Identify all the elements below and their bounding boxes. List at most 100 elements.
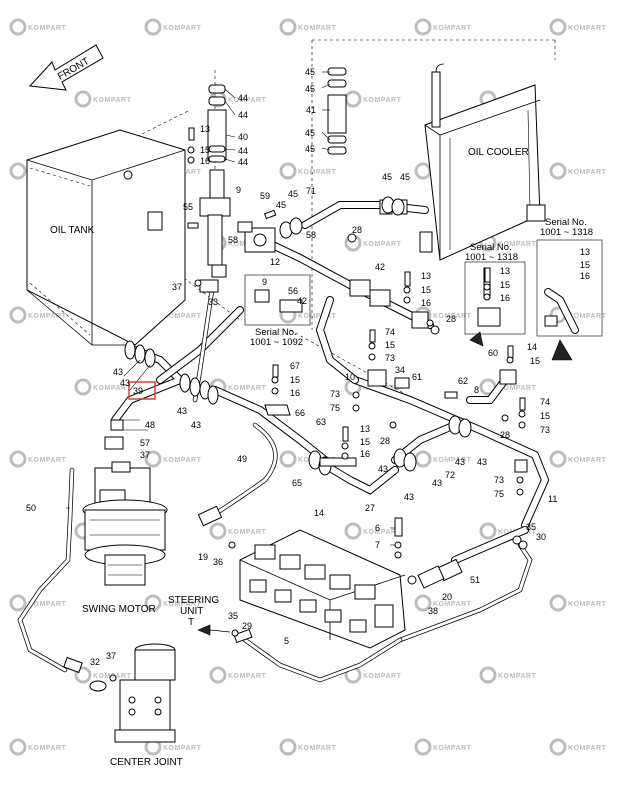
- svg-text:KOMPART: KOMPART: [93, 385, 132, 392]
- part-label: 16: [360, 449, 370, 459]
- part-label: 44: [238, 93, 248, 103]
- svg-text:KOMPART: KOMPART: [433, 457, 472, 464]
- svg-text:KOMPART: KOMPART: [498, 385, 537, 392]
- part-label: 43: [477, 457, 487, 467]
- part-label: 65: [292, 478, 302, 488]
- washer-28a: [347, 233, 357, 243]
- part-label: 33: [208, 297, 218, 307]
- svg-text:KOMPART: KOMPART: [363, 529, 402, 536]
- watermark-logo: KOMPART: [144, 594, 201, 612]
- part-label: 45: [382, 172, 392, 182]
- part-label: 43: [120, 378, 130, 388]
- svg-text:KOMPART: KOMPART: [568, 313, 607, 320]
- center-joint: CENTER JOINT: [110, 643, 183, 768]
- part-label: 43: [378, 464, 388, 474]
- vertical-pipe-upper: [199, 84, 231, 278]
- svg-text:KOMPART: KOMPART: [28, 25, 67, 32]
- part-label: 40: [238, 132, 248, 142]
- part-label: 62: [458, 376, 468, 386]
- serial-c-label: Serial No.: [545, 217, 587, 228]
- watermark-logo: KOMPART: [549, 738, 607, 756]
- bolt-73b: [352, 391, 360, 412]
- svg-text:KOMPART: KOMPART: [163, 25, 202, 32]
- bolt-73d: [516, 476, 524, 496]
- washer-29: [231, 629, 239, 637]
- part-label: 30: [536, 532, 546, 542]
- center-joint-label: CENTER JOINT: [110, 757, 183, 768]
- part-label: 34: [395, 365, 405, 375]
- part-label: 44: [238, 146, 248, 156]
- part-label: 56: [288, 286, 298, 296]
- svg-text:KOMPART: KOMPART: [28, 745, 67, 752]
- hose-clamps: [63, 196, 528, 692]
- oil-tank: OIL TANK: [26, 129, 186, 346]
- part-label: 51: [470, 575, 480, 585]
- steering-label-2: UNIT: [180, 606, 203, 617]
- part-label: 48: [145, 420, 155, 430]
- part-label: 15: [385, 340, 395, 350]
- watermark-logo: KOMPART: [549, 306, 607, 324]
- bolt-67: [271, 364, 279, 395]
- watermark-logo: KOMPART: [414, 738, 471, 756]
- watermark-logo: KOMPART: [279, 738, 336, 756]
- serial-b-label: Serial No.: [470, 242, 512, 253]
- part-label: 39: [133, 386, 143, 396]
- watermark-logo: KOMPART: [9, 738, 67, 756]
- watermark-logo: KOMPART: [549, 594, 606, 612]
- bolt-74a: [368, 329, 376, 361]
- part-label: 45: [305, 144, 315, 154]
- part-label: 45: [400, 172, 410, 182]
- part-label: 45: [288, 189, 298, 199]
- part-label: 28: [500, 430, 510, 440]
- svg-text:KOMPART: KOMPART: [228, 673, 267, 680]
- part-label: 61: [412, 372, 422, 382]
- washer-28b: [426, 319, 434, 327]
- washer-7: [394, 551, 402, 559]
- svg-text:KOMPART: KOMPART: [498, 673, 537, 680]
- part-label: 28: [352, 225, 362, 235]
- watermark-logo: KOMPART: [344, 522, 402, 540]
- watermark-logo: KOMPART: [144, 450, 201, 468]
- part-label: 42: [297, 296, 307, 306]
- part-label: 57: [140, 438, 150, 448]
- part-label: 15: [360, 437, 370, 447]
- svg-text:KOMPART: KOMPART: [568, 169, 607, 176]
- part-label: 58: [306, 230, 316, 240]
- watermark-logo: KOMPART: [9, 594, 66, 612]
- part-label: 32: [90, 657, 100, 667]
- washer-28d: [501, 414, 509, 422]
- oil-cooler: OIL COOLER: [419, 63, 546, 261]
- svg-text:KOMPART: KOMPART: [298, 313, 337, 320]
- arrow-to-cooler-right: [469, 331, 484, 347]
- washer-37a: [194, 279, 202, 287]
- part-label: 63: [316, 417, 326, 427]
- svg-text:KOMPART: KOMPART: [163, 745, 202, 752]
- part-label: 13: [421, 271, 431, 281]
- watermark-logo: KOMPART: [414, 594, 471, 612]
- svg-text:KOMPART: KOMPART: [363, 673, 402, 680]
- part-label: 13: [360, 424, 370, 434]
- svg-text:KOMPART: KOMPART: [568, 25, 607, 32]
- watermark-logo: KOMPART: [279, 162, 336, 180]
- washer-36: [228, 541, 236, 549]
- bolt-13c: [483, 267, 491, 301]
- watermark-logo: KOMPART: [479, 666, 537, 684]
- part-label: 5: [284, 636, 289, 646]
- watermark-logo: KOMPART: [549, 18, 607, 36]
- svg-text:KOMPART: KOMPART: [568, 745, 607, 752]
- watermark-logo: KOMPART: [344, 666, 402, 684]
- part-label: 35: [228, 611, 238, 621]
- part-label: 45: [305, 84, 315, 94]
- serial-c-range: 1001 ~ 1318: [540, 227, 593, 238]
- watermark-logo: KOMPART: [9, 450, 66, 468]
- part-label: 11: [548, 494, 557, 504]
- serial-b-range: 1001 ~ 1318: [465, 252, 518, 263]
- part-numbers: 45 45 41 45 45 44 44 40 44 44 13 15 16 9…: [26, 67, 590, 667]
- swing-motor-label: SWING MOTOR: [82, 604, 156, 615]
- washer-28c: [389, 421, 397, 429]
- part-label: 49: [237, 454, 247, 464]
- part-label: 16: [421, 298, 431, 308]
- part-label: 75: [494, 489, 504, 499]
- svg-text:KOMPART: KOMPART: [228, 385, 267, 392]
- serial-box-a: Serial No. 1001 ~ 1092: [244, 274, 311, 348]
